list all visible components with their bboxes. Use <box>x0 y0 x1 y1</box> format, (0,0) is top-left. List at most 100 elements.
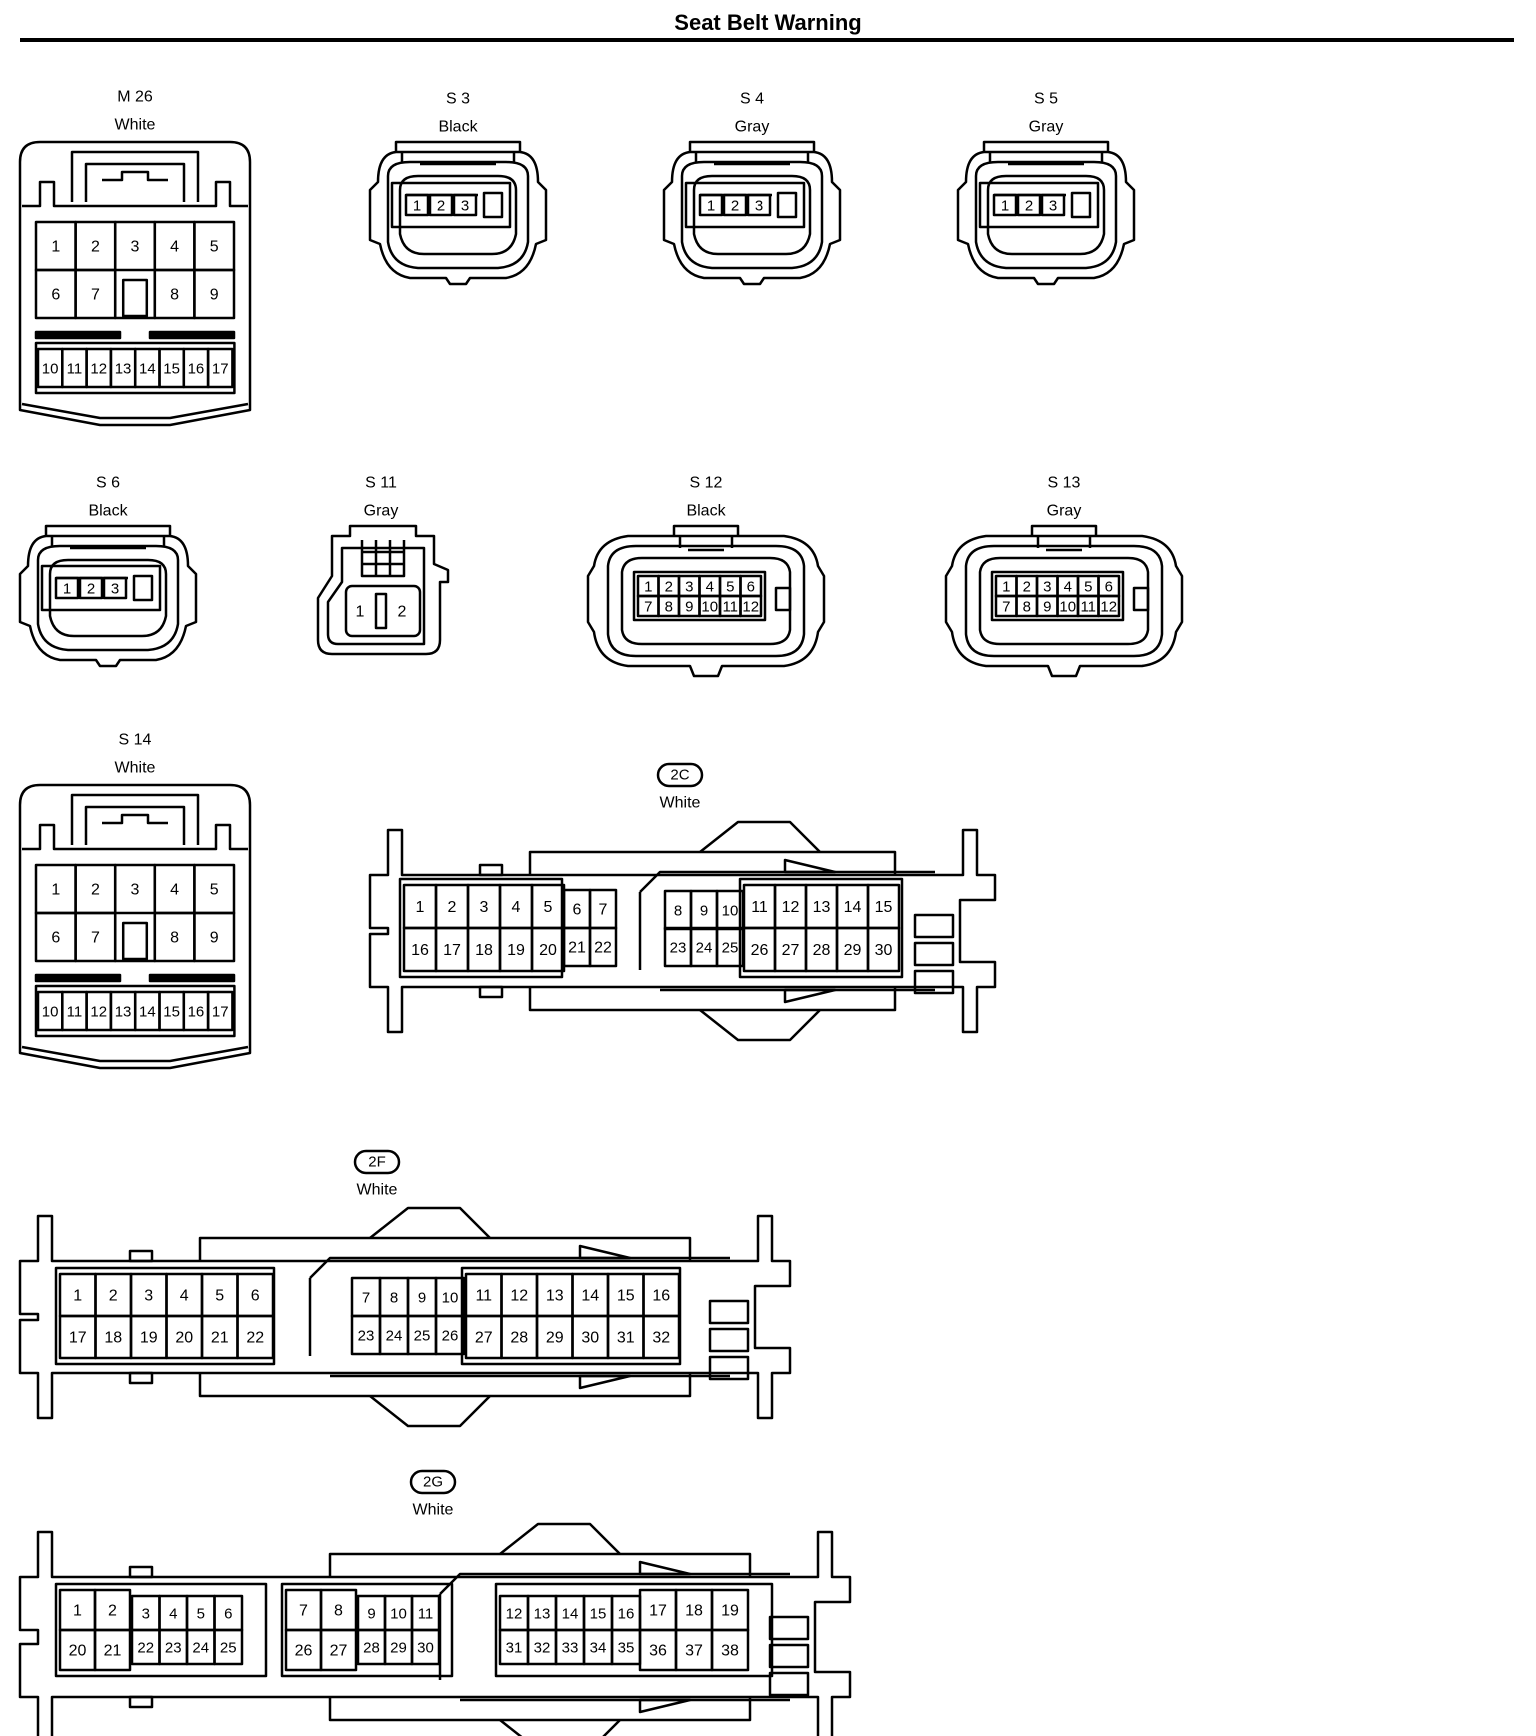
pin-number: 29 <box>844 942 862 959</box>
pin-number: 16 <box>411 942 429 959</box>
pin-number: 35 <box>618 1640 635 1657</box>
pin-number: 1 <box>1001 198 1009 215</box>
pin-number: 4 <box>170 239 179 256</box>
pin-number: 12 <box>1100 599 1117 616</box>
pin-number: 26 <box>295 1643 313 1660</box>
connector-color-label: Black <box>88 503 128 520</box>
connector-id-label: 2G <box>423 1474 443 1491</box>
connector-color-label: Gray <box>735 119 770 136</box>
pin-number: 5 <box>197 1606 205 1623</box>
pin-number: 2 <box>731 198 739 215</box>
pin-number: 17 <box>212 361 229 378</box>
pin-number: 4 <box>170 882 179 899</box>
pin-number: 7 <box>299 1603 308 1620</box>
pin-number: 17 <box>649 1603 667 1620</box>
pin-number: 4 <box>512 899 521 916</box>
pin-number: 23 <box>165 1640 182 1657</box>
pin-number: 6 <box>747 579 755 596</box>
pin-number: 32 <box>534 1640 551 1657</box>
pin-number: 2 <box>91 882 100 899</box>
pin-number: 17 <box>443 942 461 959</box>
pin-number: 13 <box>813 899 831 916</box>
pin-number: 1 <box>63 581 71 598</box>
pin-number: 7 <box>91 930 100 947</box>
pin-number: 3 <box>142 1606 150 1623</box>
pin-number: 28 <box>510 1330 528 1347</box>
pin-number: 2 <box>437 198 445 215</box>
pin-number: 25 <box>414 1328 431 1345</box>
pin-number: 34 <box>590 1640 607 1657</box>
pin-number: 8 <box>170 930 179 947</box>
pin-number: 2 <box>87 581 95 598</box>
pin-number: 13 <box>534 1606 551 1623</box>
pin-number: 31 <box>617 1330 635 1347</box>
pin-number: 21 <box>104 1643 122 1660</box>
title-rule <box>20 38 1514 42</box>
connector-id-label: 2C <box>670 767 689 784</box>
connector-id-label: 2F <box>368 1154 386 1171</box>
pin-number: 2 <box>448 899 457 916</box>
pin-number: 14 <box>139 361 156 378</box>
pin-number: 2 <box>91 239 100 256</box>
pin-number: 16 <box>188 1004 205 1021</box>
connector-id-label: M 26 <box>117 89 153 106</box>
pin-number: 12 <box>742 599 759 616</box>
connector-id-label: S 14 <box>119 732 152 749</box>
pin-number: 2 <box>665 579 673 596</box>
pin-number: 7 <box>1002 599 1010 616</box>
pin-number: 18 <box>685 1603 703 1620</box>
pin-number: 26 <box>751 942 769 959</box>
pin-number: 14 <box>139 1004 156 1021</box>
connector-id-label: S 4 <box>740 91 764 108</box>
pin-number: 3 <box>755 198 763 215</box>
pin-number: 13 <box>115 361 132 378</box>
pin-number: 7 <box>599 902 608 919</box>
key-slot <box>121 921 149 961</box>
pin-number: 38 <box>721 1643 739 1660</box>
pin-number: 8 <box>334 1603 343 1620</box>
pin-number: 1 <box>1002 579 1010 596</box>
pin-number: 21 <box>568 940 586 957</box>
pin-number: 6 <box>51 930 60 947</box>
pin-number: 26 <box>442 1328 459 1345</box>
pin-number: 6 <box>51 287 60 304</box>
pin-number: 3 <box>111 581 119 598</box>
pin-number: 12 <box>90 361 107 378</box>
pin-number: 12 <box>782 899 800 916</box>
connector-color-label: Gray <box>364 503 399 520</box>
pin-number: 10 <box>42 361 59 378</box>
pin-number: 3 <box>144 1288 153 1305</box>
connector-id-label: S 11 <box>365 475 397 492</box>
pin-number: 7 <box>91 287 100 304</box>
pin-number: 14 <box>581 1288 599 1305</box>
pin-cell <box>710 1628 750 1672</box>
pin-cell <box>319 1628 358 1672</box>
connector-id-pill <box>353 1149 401 1175</box>
connector-id-label: S 13 <box>1048 475 1081 492</box>
pin-number: 9 <box>210 930 219 947</box>
pin-number: 10 <box>442 1290 459 1307</box>
pin-number: 29 <box>546 1330 564 1347</box>
pin-number: 28 <box>363 1640 380 1657</box>
pin-cell <box>739 594 763 618</box>
pin-number: 3 <box>480 899 489 916</box>
pin-number: 6 <box>1105 579 1113 596</box>
connector-id-label: S 5 <box>1034 91 1058 108</box>
pin-number: 8 <box>170 287 179 304</box>
pin-number: 3 <box>685 579 693 596</box>
pin-cell <box>93 1628 132 1672</box>
page-title: Seat Belt Warning <box>674 10 862 35</box>
pin-number: 6 <box>224 1606 232 1623</box>
pin-number: 1 <box>707 198 715 215</box>
pin-number: 6 <box>251 1288 260 1305</box>
pin-number: 10 <box>722 903 739 920</box>
pin-number: 3 <box>1043 579 1051 596</box>
